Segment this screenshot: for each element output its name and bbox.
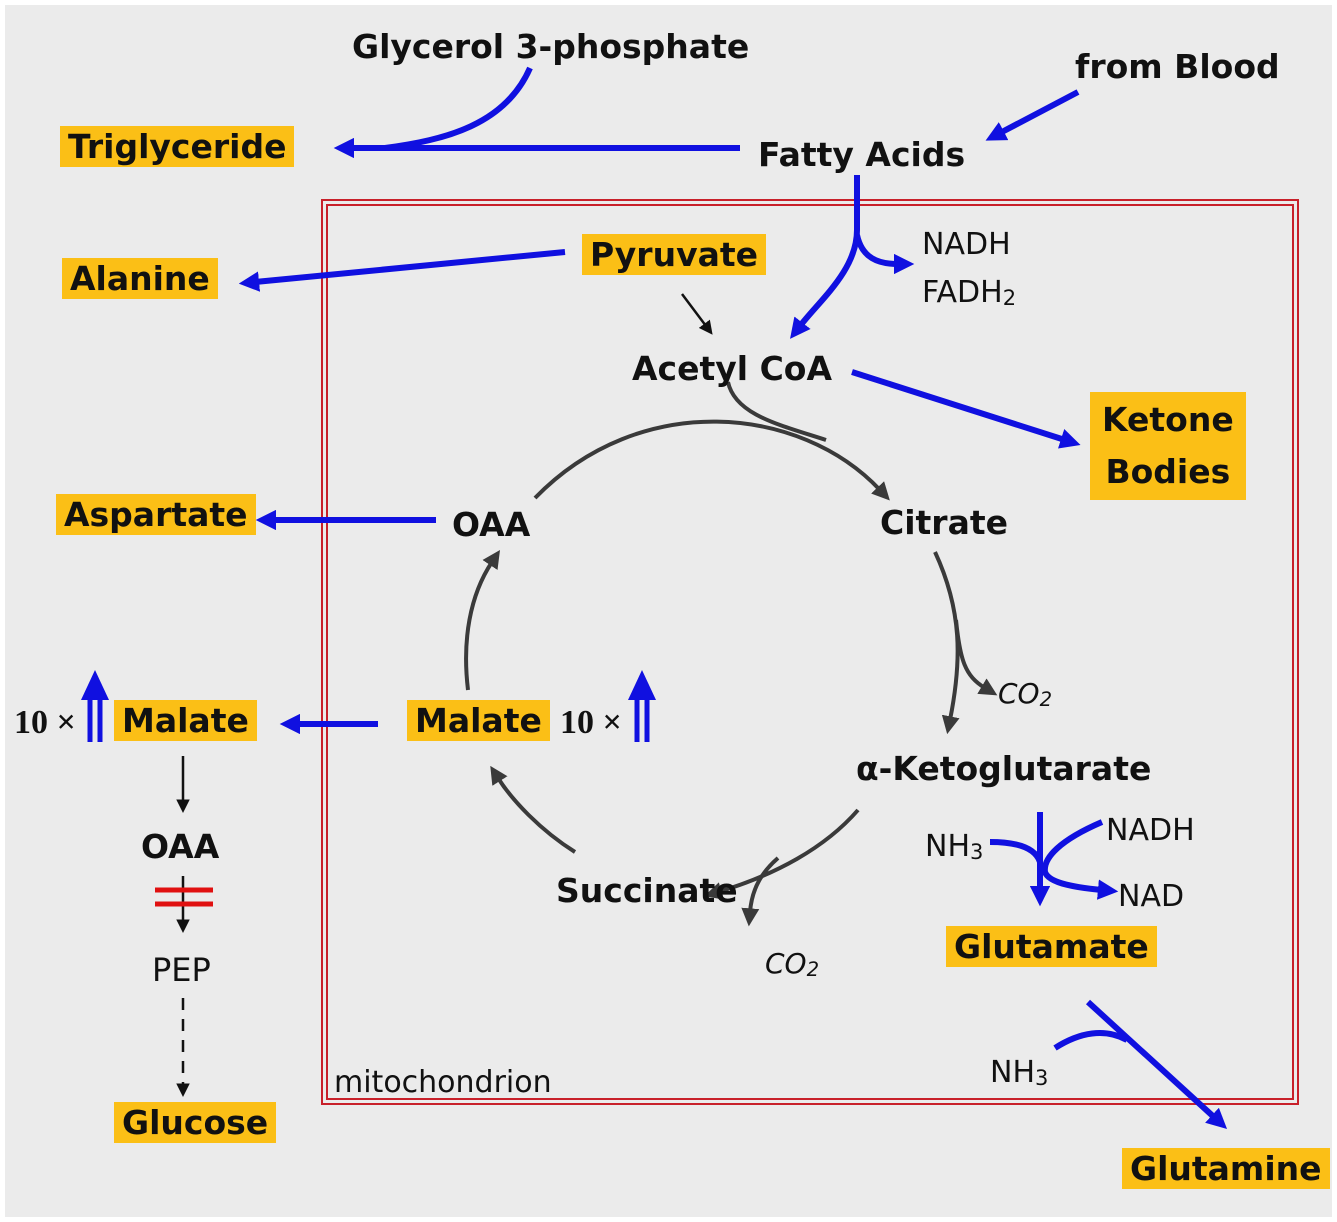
acetyl-coa-label: Acetyl CoA	[632, 349, 832, 388]
succinate-label: Succinate	[556, 871, 738, 910]
cycle-arrow-co2-release-2	[741, 856, 780, 927]
arrow-glutamate-to-glutamine	[1085, 999, 1228, 1130]
glucose-box: Glucose	[114, 1102, 277, 1143]
nh3-glu-subscript: 3	[970, 840, 984, 865]
nh3-label-glutamine: NH3	[990, 1058, 1048, 1089]
arrow-pyruvate-to-acetylcoa	[681, 293, 713, 335]
pep-label: PEP	[152, 951, 211, 989]
arrow-nadh-fadh-branch	[854, 234, 915, 275]
arrow-blood-to-fattyacids	[985, 89, 1080, 141]
ketone-bodies-box: Ketone Bodies	[1090, 392, 1246, 500]
mitochondrion-membrane-inner	[326, 204, 1294, 1100]
nh3-label-glutamate: NH3	[925, 832, 983, 863]
up-arrow-malate-in	[634, 700, 650, 742]
cycle-arrow-malate-to-oaa	[464, 550, 500, 691]
ketone-line-2: Bodies	[1105, 452, 1231, 491]
glutamate-box: Glutamate	[946, 926, 1157, 967]
malate-out-box: Malate	[114, 700, 257, 741]
ketone-line-1: Ketone	[1102, 400, 1234, 439]
co2-top-subscript: 2	[1039, 687, 1053, 711]
arrow-glycerol-branch	[384, 66, 533, 151]
co2-bottom-subscript: 2	[806, 957, 820, 981]
cycle-arrow-succinate-to-malate	[490, 765, 577, 854]
up-arrowhead-malate-out	[81, 670, 109, 700]
fatty-acids-label: Fatty Acids	[758, 135, 966, 174]
fadh2-label: FADH2	[922, 278, 1016, 309]
nh3-glu-base: NH	[925, 829, 970, 864]
arrow-fattyacids-to-acetylcoa	[790, 175, 860, 339]
cycle-arrow-co2-release-1	[954, 619, 998, 696]
nh3-gln-base: NH	[990, 1055, 1035, 1090]
nh3-gln-subscript: 3	[1035, 1066, 1049, 1091]
arrow-acetylcoa-to-ketone	[851, 369, 1081, 449]
aspartate-box: Aspartate	[56, 494, 256, 535]
co2-top-base: CO	[998, 677, 1040, 710]
cycle-arrow-akg-to-succinate	[704, 808, 860, 900]
glycerol-label: Glycerol 3-phosphate	[352, 27, 750, 66]
triglyceride-box: Triglyceride	[60, 126, 295, 167]
alanine-box: Alanine	[62, 258, 218, 299]
arrow-nadh-to-nad	[1041, 819, 1119, 900]
oaa-cytosol-label: OAA	[141, 827, 220, 866]
citrate-label: Citrate	[880, 503, 1009, 542]
fadh2-subscript: 2	[1002, 286, 1017, 311]
mitochondrion-label: mitochondrion	[334, 1065, 552, 1100]
malate-in-box: Malate	[407, 700, 550, 741]
ten-times-left: 10 ×	[14, 704, 76, 741]
mitochondrion-membrane-outer	[321, 199, 1299, 1105]
nadh-label-glutamate: NADH	[1106, 813, 1195, 848]
nad-label: NAD	[1118, 879, 1185, 914]
ten-times-right: 10 ×	[560, 704, 622, 741]
arrow-nh3-branch-glutamate	[989, 839, 1043, 864]
cycle-arrow-citrate-to-akg	[933, 551, 960, 735]
from-blood-label: from Blood	[1075, 47, 1280, 86]
oaa-cycle-label: OAA	[452, 505, 531, 544]
pyruvate-box: Pyruvate	[582, 234, 767, 275]
co2-bottom-base: CO	[765, 947, 807, 980]
cycle-arrow-acetylcoa-join	[726, 381, 827, 442]
nadh-label-top: NADH	[922, 227, 1011, 262]
diagram-background	[5, 5, 1332, 1217]
fadh2-base: FADH	[922, 275, 1003, 310]
up-arrowhead-malate-in	[628, 670, 656, 700]
alpha-ketoglutarate-label: α-Ketoglutarate	[856, 749, 1152, 788]
arrow-nh3-branch-glutamine	[1053, 1030, 1129, 1051]
up-arrow-malate-out	[87, 700, 103, 742]
co2-label-bottom: CO2	[765, 950, 819, 980]
arrow-pyruvate-to-alanine	[238, 249, 566, 292]
cycle-arrow-oaa-to-citrate	[533, 419, 890, 501]
glutamine-box: Glutamine	[1122, 1148, 1330, 1189]
co2-label-top: CO2	[998, 680, 1052, 710]
